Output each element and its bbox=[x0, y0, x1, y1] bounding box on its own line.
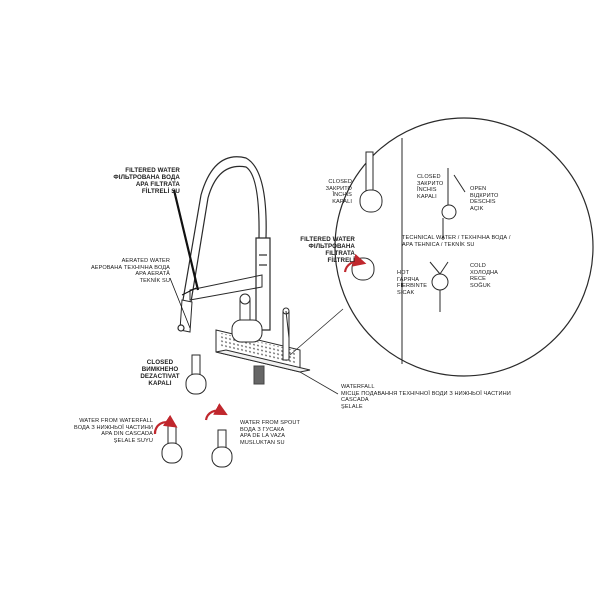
spout-handle-icon bbox=[204, 403, 233, 468]
detail-handle-filtered bbox=[343, 253, 375, 281]
label-technical-water: TECHNICAL WATER / ТЕХНІЧНА ВОДА /APA TEH… bbox=[402, 235, 511, 248]
faucet-base bbox=[215, 293, 311, 385]
detail-zoom bbox=[289, 117, 594, 377]
detail-handle-hot-cold bbox=[429, 261, 449, 312]
waterfall-leader bbox=[299, 371, 339, 395]
closed-handle-icon bbox=[185, 354, 207, 395]
detail-handle-closed-left bbox=[359, 151, 383, 213]
detail-handle-open-right bbox=[441, 168, 466, 240]
faucet-spout bbox=[177, 156, 271, 333]
waterfall-handle-icon bbox=[153, 414, 183, 464]
leader-lines bbox=[169, 189, 200, 329]
